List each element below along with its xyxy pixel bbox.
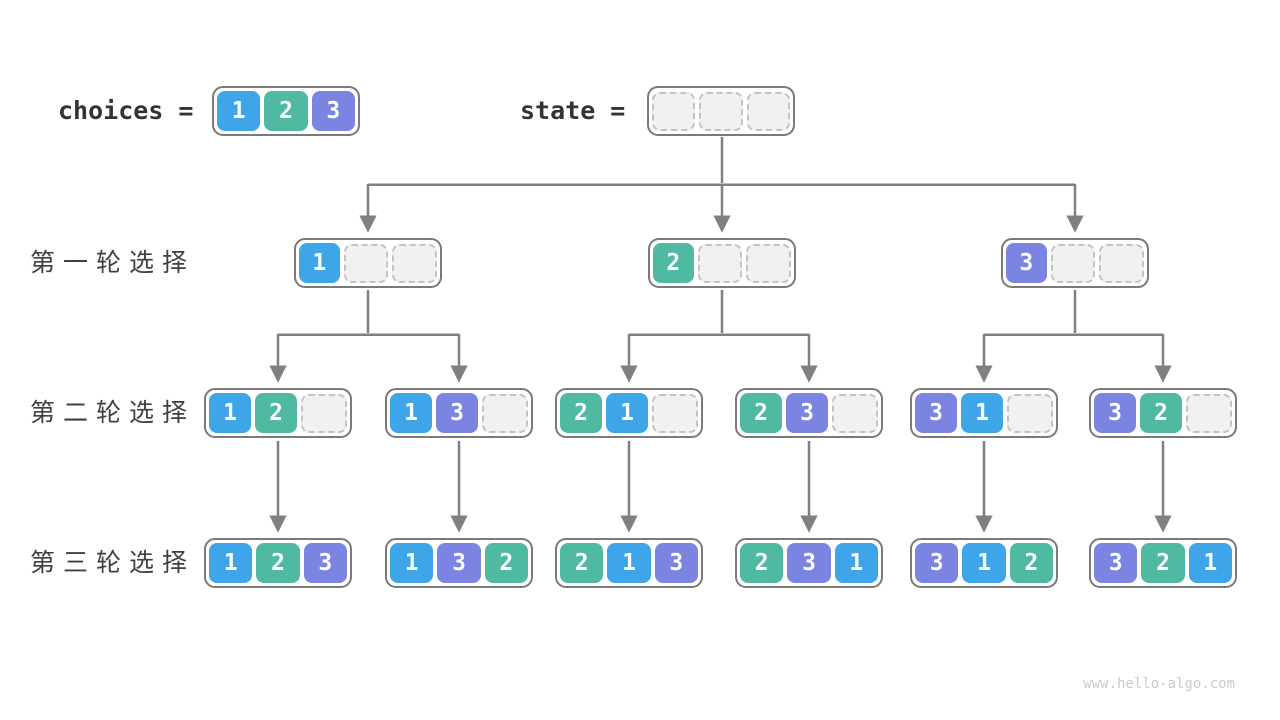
round-2-label: 第二轮选择 [30, 398, 196, 427]
array-cell-3: 3 [311, 91, 355, 131]
array-cell-empty [1007, 393, 1053, 433]
array-cell-2: 2 [1009, 543, 1053, 583]
array-cell-1: 1 [217, 91, 261, 131]
array-cell-1: 1 [834, 543, 878, 583]
array-cell-empty [697, 243, 743, 283]
array-cell-2: 2 [484, 543, 528, 583]
array-cell-1: 1 [1188, 543, 1232, 583]
array-cell-empty [652, 91, 696, 131]
array-cell-2: 2 [1140, 393, 1182, 433]
array-cell-3: 3 [1094, 543, 1138, 583]
array-cell-1: 1 [390, 393, 432, 433]
tree-node-2: 2 [648, 238, 796, 288]
array-cell-2: 2 [653, 243, 694, 283]
array-cell-empty [1050, 243, 1096, 283]
array-cell-empty [392, 243, 438, 283]
array-cell-1: 1 [390, 543, 434, 583]
array-cell-3: 3 [303, 543, 347, 583]
round-1-label: 第一轮选择 [30, 248, 196, 277]
array-cell-3: 3 [436, 393, 478, 433]
array-cell-1: 1 [209, 543, 253, 583]
array-cell-2: 2 [560, 543, 604, 583]
array-cell-3: 3 [915, 393, 957, 433]
array-cell-3: 3 [437, 543, 481, 583]
array-cell-3: 3 [786, 393, 828, 433]
state-label: state = [520, 96, 626, 125]
array-cell-3: 3 [915, 543, 959, 583]
array-cell-empty [746, 91, 790, 131]
array-cell-1: 1 [209, 393, 251, 433]
array-cell-3: 3 [654, 543, 698, 583]
array-cell-1: 1 [962, 543, 1006, 583]
choices-label: choices = [58, 96, 194, 125]
round-3-label: 第三轮选择 [30, 548, 196, 577]
tree-node-1: 1 [294, 238, 442, 288]
array-cell-2: 2 [255, 393, 297, 433]
array-cell-empty [343, 243, 389, 283]
watermark: www.hello-algo.com [1083, 676, 1235, 692]
array-cell-empty [482, 393, 528, 433]
array-cell-2: 2 [560, 393, 602, 433]
tree-node-3: 3 [1001, 238, 1149, 288]
array-cell-empty [652, 393, 698, 433]
array-cell-1: 1 [607, 543, 651, 583]
array-cell-3: 3 [787, 543, 831, 583]
array-cell-2: 2 [740, 543, 784, 583]
array-cell-empty [832, 393, 878, 433]
array-cell-1: 1 [299, 243, 340, 283]
array-cell-1: 1 [606, 393, 648, 433]
state-array [647, 86, 795, 136]
array-cell-2: 2 [740, 393, 782, 433]
array-cell-empty [1186, 393, 1232, 433]
array-cell-1: 1 [961, 393, 1003, 433]
array-cell-empty [699, 91, 743, 131]
array-cell-empty [746, 243, 792, 283]
array-cell-3: 3 [1094, 393, 1136, 433]
array-cell-empty [1099, 243, 1145, 283]
array-cell-2: 2 [256, 543, 300, 583]
array-cell-2: 2 [1141, 543, 1185, 583]
array-cell-3: 3 [1006, 243, 1047, 283]
array-cell-empty [301, 393, 347, 433]
array-cell-2: 2 [264, 91, 308, 131]
